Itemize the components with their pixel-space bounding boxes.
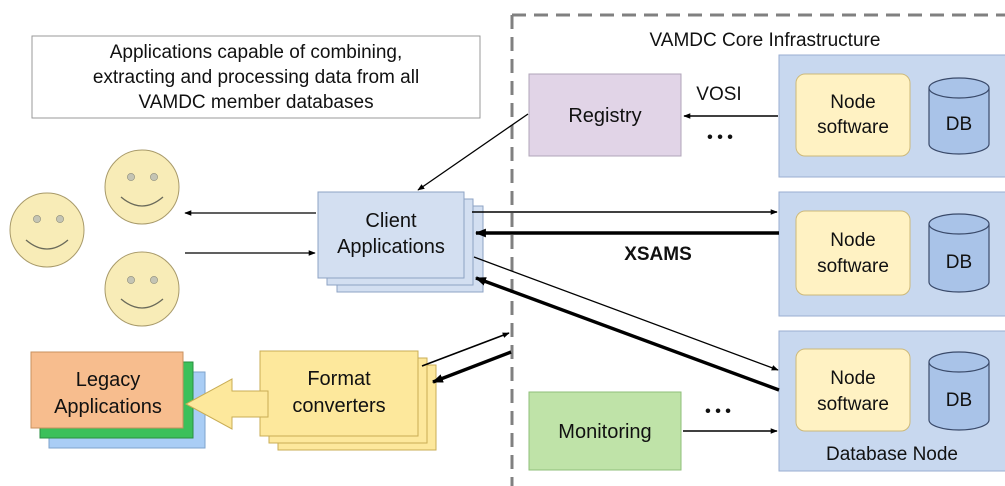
db-label-1: DB: [946, 114, 972, 135]
registry-label: Registry: [568, 105, 641, 127]
registry-box: Registry: [528, 73, 682, 157]
db-cylinder-1: [928, 77, 990, 155]
user-smiley-3: [104, 251, 180, 327]
database-node-label: Database Node: [826, 444, 958, 465]
description-line-3: VAMDC member databases: [138, 92, 373, 113]
monitoring-box: Monitoring: [528, 391, 682, 471]
format-converters-stack: Format converters: [259, 350, 437, 451]
db-label-2: DB: [946, 252, 972, 273]
user-smiley-1: [9, 192, 85, 268]
node-software-label-1b: software: [817, 117, 889, 138]
converter-to-legacy-block-arrow: [184, 378, 269, 430]
client-applications-stack: Client Applications: [317, 191, 484, 293]
monitoring-label: Monitoring: [558, 421, 651, 443]
description-line-2: extracting and processing data from all: [93, 67, 419, 88]
node-software-label-2a: Node: [830, 230, 875, 251]
legacy-applications-line-1: Legacy: [76, 369, 141, 391]
node-software-label-2b: software: [817, 256, 889, 277]
database-node-3: Node software DB Database Node: [778, 330, 1005, 472]
registry-ellipsis: • • •: [707, 129, 733, 146]
core-infrastructure-label: VAMDC Core Infrastructure: [650, 30, 881, 51]
legacy-applications-line-2: Applications: [54, 396, 162, 418]
converters-to-core-arrow: [421, 332, 510, 367]
db-cylinder-3: [928, 351, 990, 431]
client-to-node3-query-arrow: [473, 256, 779, 371]
format-converters-line-2: converters: [292, 395, 385, 417]
registry-to-client-arrow: [417, 113, 529, 191]
node-software-label-3b: software: [817, 394, 889, 415]
core-infrastructure-boundary: [510, 13, 1005, 486]
database-node-2: Node software DB: [778, 191, 1005, 317]
monitoring-ellipsis: • • •: [705, 403, 731, 420]
client-applications-line-1: Client: [365, 210, 417, 232]
node-software-label-1a: Node: [830, 92, 875, 113]
db-label-3: DB: [946, 390, 972, 411]
node-software-label-3a: Node: [830, 368, 875, 389]
core-to-converters-arrow: [431, 350, 512, 384]
node3-to-client-xsams-arrow: [474, 276, 780, 392]
user-smiley-2: [104, 149, 180, 225]
db-cylinder-2: [928, 213, 990, 293]
legacy-applications-stack: Legacy Applications: [30, 351, 206, 449]
format-converters-line-1: Format: [307, 368, 371, 390]
database-node-1: Node software DB: [778, 54, 1005, 178]
description-box: Applications capable of combining, extra…: [31, 35, 481, 119]
vosi-label: VOSI: [696, 84, 741, 105]
description-line-1: Applications capable of combining,: [110, 42, 403, 63]
client-applications-line-2: Applications: [337, 236, 445, 258]
xsams-label: XSAMS: [624, 244, 692, 265]
